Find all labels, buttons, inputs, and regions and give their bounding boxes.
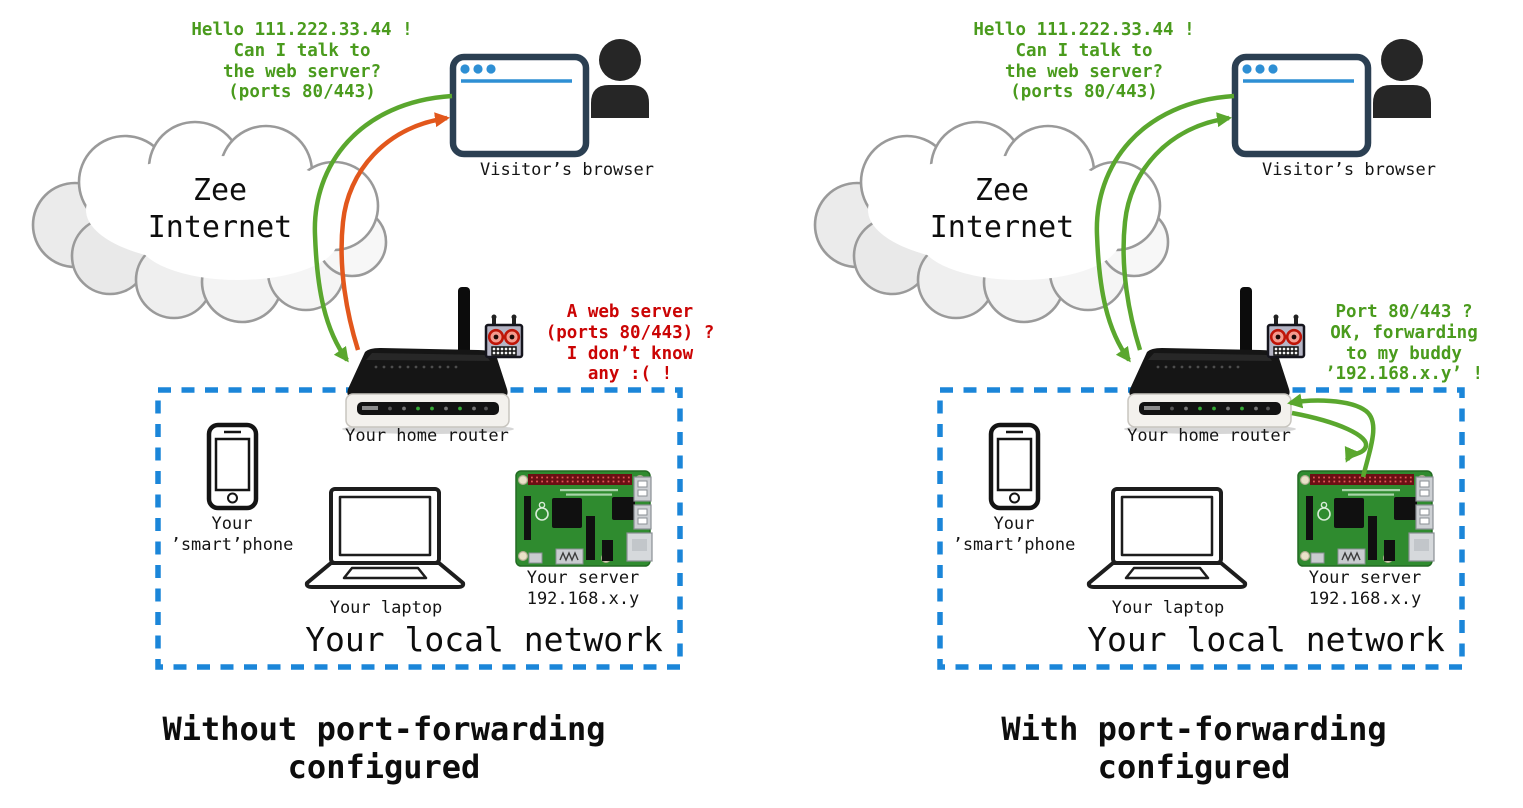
- router-label-left: Your home router: [345, 426, 509, 446]
- server-label-line: Your server: [526, 568, 640, 588]
- raspberry-pi-icon-left: [515, 470, 653, 567]
- arrow-request-left: [312, 93, 453, 363]
- message-line: I don’t know: [566, 343, 694, 364]
- server-label-line: 192.168.x.y: [1308, 589, 1422, 609]
- message-line: to my buddy: [1346, 343, 1462, 364]
- robot-icon-left: [484, 313, 524, 359]
- cloud-label-line: Zee: [974, 173, 1030, 208]
- message-line: any :( !: [587, 364, 673, 385]
- laptop-label-left: Your laptop: [329, 598, 443, 618]
- router-message-left: A web server (ports 80/443) ? I don’t kn…: [546, 302, 715, 385]
- cloud-label-right: Zee Internet: [930, 172, 1075, 246]
- caption-right: With port-forwarding configured: [1001, 710, 1386, 786]
- smartphone-icon-right: [991, 425, 1038, 508]
- phone-label-line: ’smart’phone: [170, 535, 294, 555]
- home-router-icon-left: [341, 286, 515, 435]
- laptop-icon-right: [1086, 487, 1248, 589]
- laptop-icon-left: [304, 487, 466, 589]
- message-line: (ports 80/443): [1010, 82, 1158, 103]
- caption-line: configured: [1097, 748, 1291, 786]
- visitor-message-right: Hello 111.222.33.44 ! Can I talk to the …: [973, 20, 1194, 103]
- arrow-request-right: [1094, 93, 1235, 363]
- server-label-line: 192.168.x.y: [526, 589, 640, 609]
- server-label-line: Your server: [1308, 568, 1422, 588]
- laptop-label-right: Your laptop: [1111, 598, 1225, 618]
- network-box-label-right: Your local network: [1087, 620, 1445, 659]
- message-line: (ports 80/443): [228, 82, 376, 103]
- arrow-server-reply: [1287, 393, 1376, 478]
- arrow-reply-left: [339, 112, 450, 351]
- phone-label-line: Your: [211, 514, 253, 534]
- caption-line: Without port-forwarding: [162, 710, 606, 748]
- message-line: Port 80/443 ?: [1335, 302, 1473, 322]
- arrows-layer: [312, 93, 1376, 478]
- router-label-right: Your home router: [1127, 426, 1291, 446]
- message-line: the web server?: [1004, 61, 1164, 82]
- message-line: the web server?: [222, 61, 382, 82]
- message-line: Hello 111.222.33.44 !: [191, 20, 413, 40]
- caption-line: configured: [287, 748, 481, 786]
- arrow-reply-right: [1121, 112, 1232, 351]
- raspberry-pi-icon-right: [1297, 470, 1435, 567]
- cloud-label-line: Internet: [929, 210, 1075, 245]
- message-line: ’192.168.x.y’ !: [1324, 364, 1484, 385]
- cloud-label-left: Zee Internet: [148, 172, 293, 246]
- caption-line: With port-forwarding: [1001, 710, 1387, 748]
- home-router-icon-right: [1123, 286, 1297, 435]
- browser-label-right: Visitor’s browser: [1262, 160, 1436, 180]
- caption-left: Without port-forwarding configured: [162, 710, 605, 786]
- phone-label-left: Your ’smart’phone: [171, 514, 294, 556]
- router-message-right: Port 80/443 ? OK, forwarding to my buddy…: [1325, 302, 1483, 385]
- cloud-label-line: Internet: [147, 210, 293, 245]
- message-line: Can I talk to: [233, 40, 371, 61]
- smartphone-icon-left: [209, 425, 256, 508]
- browser-label-left: Visitor’s browser: [480, 160, 654, 180]
- network-box-label-left: Your local network: [305, 620, 663, 659]
- visitor-message-left: Hello 111.222.33.44 ! Can I talk to the …: [191, 20, 412, 103]
- message-line: (ports 80/443) ?: [545, 322, 715, 343]
- server-label-right: Your server 192.168.x.y: [1309, 568, 1422, 610]
- browser-window-icon-right: [1235, 39, 1431, 154]
- arrow-forward-to-server: [1291, 410, 1369, 463]
- browser-window-icon-left: [453, 39, 649, 154]
- message-line: A web server: [566, 302, 694, 322]
- phone-label-line: ’smart’phone: [952, 535, 1076, 555]
- message-line: Can I talk to: [1015, 40, 1153, 61]
- phone-label-right: Your ’smart’phone: [953, 514, 1076, 556]
- cloud-label-line: Zee: [192, 173, 248, 208]
- message-line: Hello 111.222.33.44 !: [973, 20, 1195, 40]
- phone-label-line: Your: [993, 514, 1035, 534]
- message-line: OK, forwarding: [1330, 322, 1478, 343]
- server-label-left: Your server 192.168.x.y: [527, 568, 640, 610]
- robot-icon-right: [1266, 313, 1306, 359]
